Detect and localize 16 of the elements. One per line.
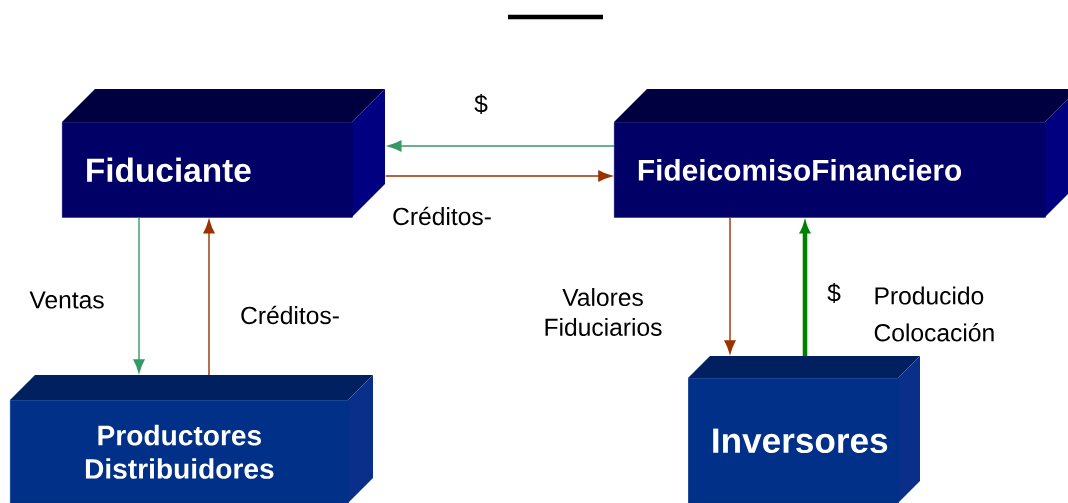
edge-label: $ xyxy=(827,283,841,303)
arrow xyxy=(203,219,215,376)
note-label: Producido Colocación xyxy=(874,286,994,342)
edge-label: Créditos- xyxy=(241,305,339,325)
box-3d: Productores Distribuidores xyxy=(10,375,373,503)
edge-label: Ventas xyxy=(29,291,104,309)
edge-label: Valores Fiduciarios xyxy=(545,288,662,336)
arrow xyxy=(387,140,615,152)
edge-label: Créditos- xyxy=(393,206,491,226)
arrow xyxy=(724,217,736,354)
box-3d: Fiduciante xyxy=(62,89,385,218)
arrow xyxy=(385,170,612,182)
box-3d: FideicomisoFinanciero xyxy=(614,89,1068,218)
box-3d: Inversores xyxy=(688,356,920,503)
arrow xyxy=(133,217,145,373)
edge-label: $ xyxy=(474,94,488,114)
